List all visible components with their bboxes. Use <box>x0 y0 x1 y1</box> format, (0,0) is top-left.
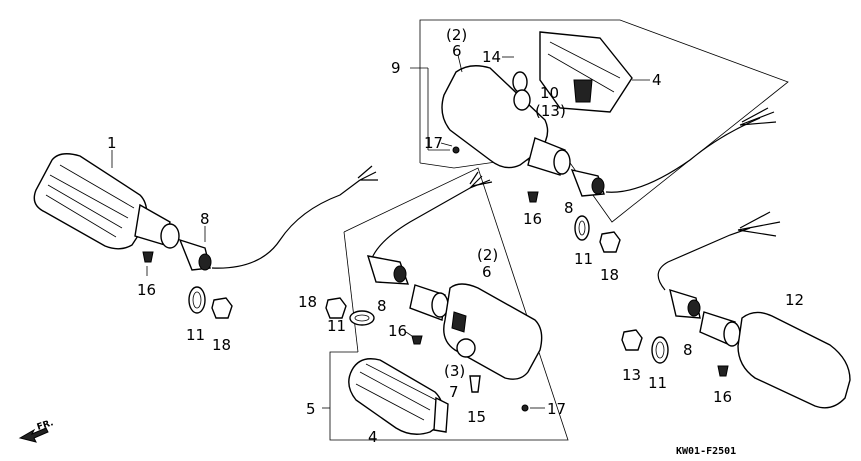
callout-13-right: 13 <box>622 366 641 384</box>
callout-labels: 1 8 16 11 18 9 (2) 6 14 4 10 (13) 17 16 … <box>107 26 804 446</box>
callout-4-center: 4 <box>368 428 378 446</box>
callout-6-center: 6 <box>482 263 492 281</box>
grommet-11-top <box>574 215 590 241</box>
callout-17-center: 17 <box>547 400 566 418</box>
nut-18-left <box>211 297 233 319</box>
grommet-11-right <box>651 336 669 364</box>
callout-12: 12 <box>785 291 804 309</box>
screw-17-top <box>452 146 460 154</box>
callout-15: 15 <box>467 408 486 426</box>
nut-18-center <box>325 297 347 319</box>
center-turn-signal <box>366 171 543 380</box>
callout-18-top: 18 <box>600 266 619 284</box>
callout-13-top: (13) <box>535 102 566 120</box>
callout-8-center: 8 <box>377 297 387 315</box>
bolt-16-center <box>411 335 423 345</box>
callout-11-left: 11 <box>186 326 205 344</box>
left-turn-signal <box>33 153 378 271</box>
callout-6-top: 6 <box>452 42 462 60</box>
callout-2-top: (2) <box>446 26 467 44</box>
callout-11-top: 11 <box>574 250 593 268</box>
front-direction-arrow-icon <box>18 427 49 443</box>
right-turn-signal <box>657 211 851 409</box>
screw-17-center <box>521 404 529 412</box>
callout-5: 5 <box>306 400 316 418</box>
bolt-16-top <box>527 191 539 203</box>
front-direction-label: FR. <box>36 418 55 433</box>
callout-11-right: 11 <box>648 374 667 392</box>
callout-14: 14 <box>482 48 501 66</box>
callout-8-right: 8 <box>683 341 693 359</box>
callout-16-right: 16 <box>713 388 732 406</box>
bolt-16-left <box>142 251 154 263</box>
grommet-11-center <box>349 310 375 326</box>
leader-lines <box>111 54 650 409</box>
callout-3: (3) <box>444 362 465 380</box>
lens-4-top <box>539 31 633 113</box>
nut-18-top <box>599 231 621 253</box>
top-right-turn-signal <box>441 65 777 197</box>
screw-15-center <box>469 375 481 393</box>
callout-16-left: 16 <box>137 281 156 299</box>
grommet-11-left <box>188 286 206 314</box>
diagram-code: KW01-F2501 <box>676 446 736 457</box>
assembly-outline-top-right <box>419 19 789 223</box>
callout-10: 10 <box>540 84 559 102</box>
bolt-16-right <box>717 365 729 377</box>
callout-9: 9 <box>391 59 401 77</box>
callout-18-center: 18 <box>298 293 317 311</box>
lens-4-center <box>348 358 449 435</box>
callout-16-top: 16 <box>523 210 542 228</box>
assembly-outline-center <box>329 167 569 441</box>
callout-11-center: 11 <box>327 317 346 335</box>
bulb-10-top <box>512 71 531 111</box>
callout-17-top: 17 <box>424 134 443 152</box>
callout-8-top: 8 <box>564 199 574 217</box>
callout-18-left: 18 <box>212 336 231 354</box>
callout-2-center: (2) <box>477 246 498 264</box>
callout-7: 7 <box>449 383 459 401</box>
callout-16-center: 16 <box>388 322 407 340</box>
callout-8-left: 8 <box>200 210 210 228</box>
nut-13-right <box>621 329 643 351</box>
callout-4-top: 4 <box>652 71 662 89</box>
callout-1: 1 <box>107 134 117 152</box>
